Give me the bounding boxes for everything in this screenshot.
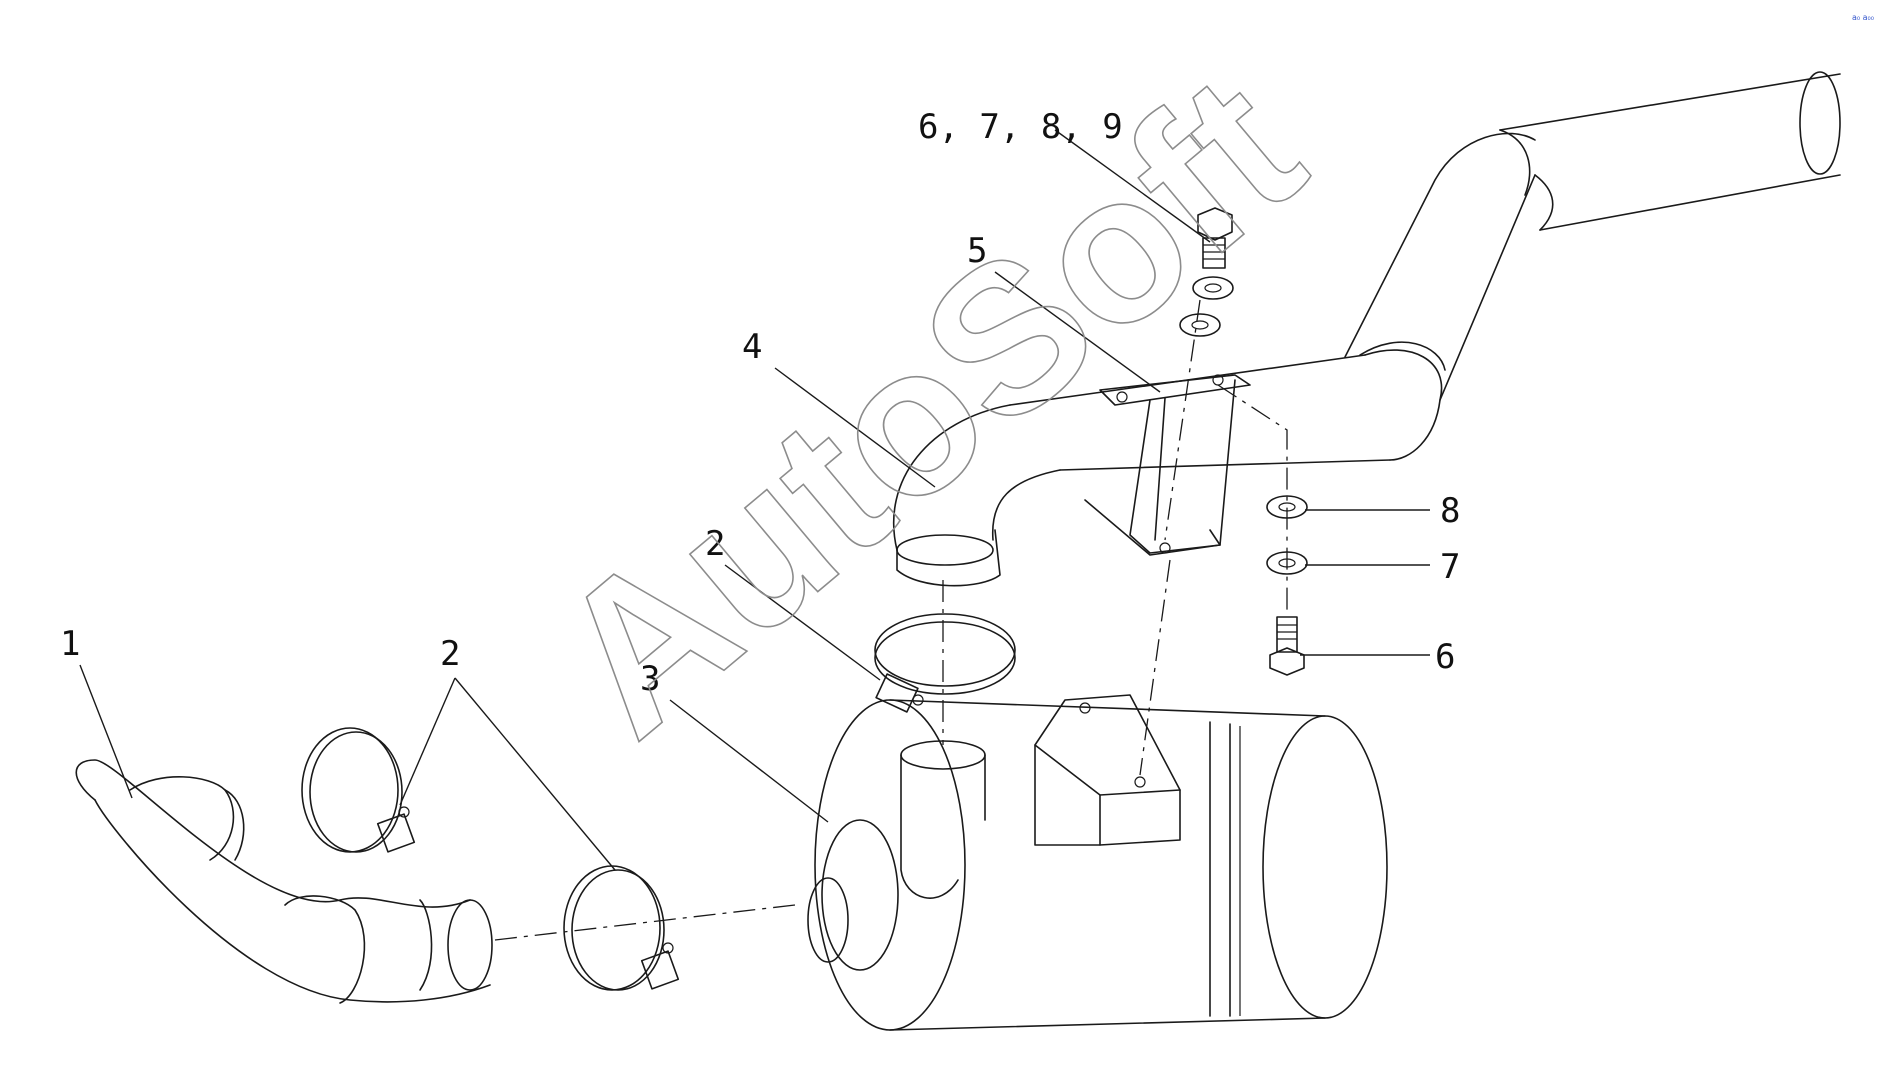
corner-mark: a₀ a₀₀: [1852, 13, 1874, 22]
callout-2-left: 2: [440, 634, 460, 674]
clamp-part-2-middle: [563, 865, 680, 991]
callout-4: 4: [742, 327, 762, 367]
assembly-axes: [494, 299, 1288, 941]
air-cleaner-part-3: [807, 694, 1388, 1031]
callout-7: 7: [1440, 547, 1460, 587]
clamp-part-2-upper: [874, 613, 1016, 713]
intake-pipe: [1344, 71, 1841, 461]
callout-6-7-8-9: 6, 7, 8, 9: [918, 107, 1123, 147]
callout-6: 6: [1435, 637, 1455, 677]
bracket-part-5: [1084, 374, 1251, 556]
leader-lines: [79, 129, 1430, 871]
callout-2-middle: 2: [705, 524, 725, 564]
callout-1: 1: [60, 624, 80, 664]
callout-8: 8: [1440, 491, 1460, 531]
clamp-part-2-left: [301, 727, 416, 853]
callout-3: 3: [640, 659, 660, 699]
hose-part-1: [75, 759, 493, 1004]
elbow-pipe-part-4: [892, 354, 1391, 587]
bolt-stack-upper: [1179, 207, 1234, 337]
callout-5: 5: [967, 231, 987, 271]
